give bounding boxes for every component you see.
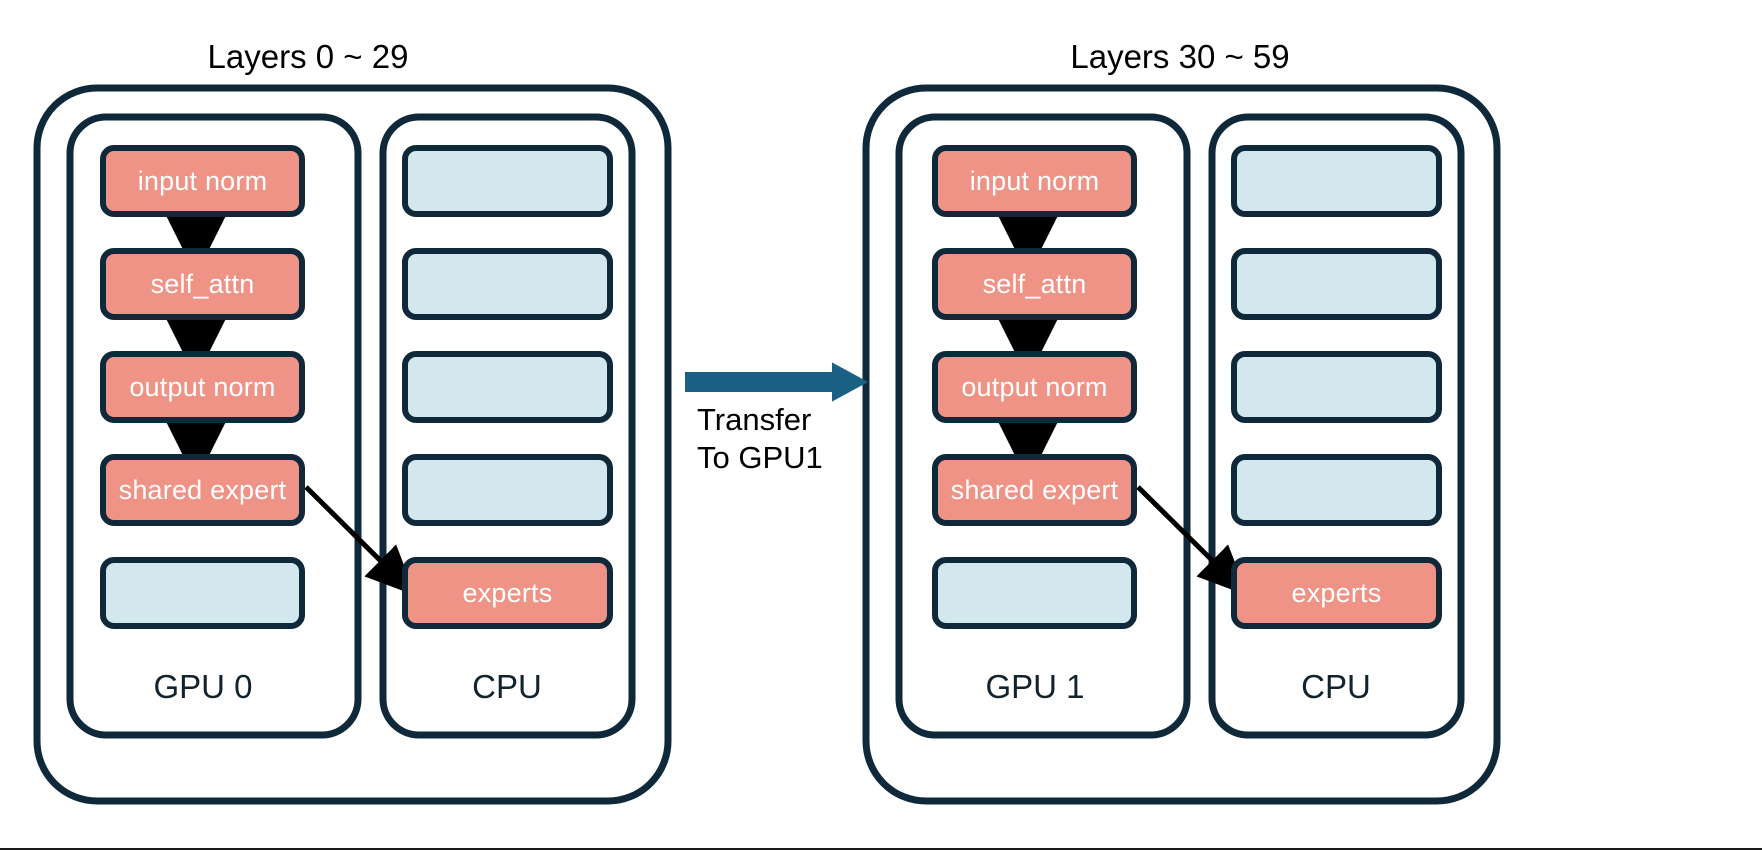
block-gpu1-shared-expert[interactable]: shared expert	[932, 454, 1137, 526]
block-cpu1-slot-4[interactable]	[1231, 454, 1442, 526]
block-cpu1-slot-3[interactable]	[1231, 351, 1442, 423]
bottom-divider	[0, 848, 1762, 850]
block-gpu0-empty-slot[interactable]	[100, 557, 305, 629]
block-gpu0-output-norm[interactable]: output norm	[100, 351, 305, 423]
block-label: self_attn	[150, 268, 255, 299]
panel-shell-right	[862, 84, 1501, 805]
column-shell-cpu0	[379, 113, 636, 739]
unit-label-gpu0: GPU 0	[153, 668, 253, 705]
column-shell-gpu0	[66, 113, 362, 739]
block-gpu0-shared-expert[interactable]: shared expert	[100, 454, 305, 526]
block-gpu1-self-attn[interactable]: self_attn	[932, 248, 1137, 320]
block-cpu1-slot-1[interactable]	[1231, 145, 1442, 217]
column-shell-cpu1	[1208, 113, 1465, 739]
block-label: output norm	[961, 371, 1108, 402]
unit-label-cpu1: CPU	[1301, 668, 1371, 705]
block-gpu1-input-norm[interactable]: input norm	[932, 145, 1137, 217]
block-label: experts	[1291, 577, 1382, 608]
block-label: shared expert	[950, 474, 1119, 505]
block-label: experts	[462, 577, 553, 608]
block-gpu0-self-attn[interactable]: self_attn	[100, 248, 305, 320]
block-cpu0-slot-3[interactable]	[402, 351, 613, 423]
offload-arrow-left	[304, 485, 416, 596]
block-cpu0-slot-4[interactable]	[402, 454, 613, 526]
transfer-arrow	[685, 362, 869, 402]
panel-title-left: Layers 0 ~ 29	[207, 38, 409, 75]
panel-shell-left	[33, 84, 672, 805]
transfer-label-line1: Transfer	[697, 402, 812, 437]
offload-arrow-right	[1136, 485, 1248, 596]
block-label: shared expert	[118, 474, 287, 505]
unit-label-gpu1: GPU 1	[985, 668, 1085, 705]
block-cpu0-experts[interactable]: experts	[402, 557, 613, 629]
column-shell-gpu1	[895, 113, 1191, 739]
block-label: input norm	[137, 165, 268, 196]
block-gpu1-output-norm[interactable]: output norm	[932, 351, 1137, 423]
transfer-label-line2: To GPU1	[697, 440, 823, 475]
unit-label-cpu0: CPU	[472, 668, 542, 705]
block-label: self_attn	[982, 268, 1087, 299]
panel-title-right: Layers 30 ~ 59	[1070, 38, 1290, 75]
block-cpu1-experts[interactable]: experts	[1231, 557, 1442, 629]
block-cpu0-slot-1[interactable]	[402, 145, 613, 217]
block-label: input norm	[969, 165, 1100, 196]
block-gpu1-empty-slot[interactable]	[932, 557, 1137, 629]
block-label: output norm	[129, 371, 276, 402]
block-cpu0-slot-2[interactable]	[402, 248, 613, 320]
block-cpu1-slot-2[interactable]	[1231, 248, 1442, 320]
block-gpu0-input-norm[interactable]: input norm	[100, 145, 305, 217]
